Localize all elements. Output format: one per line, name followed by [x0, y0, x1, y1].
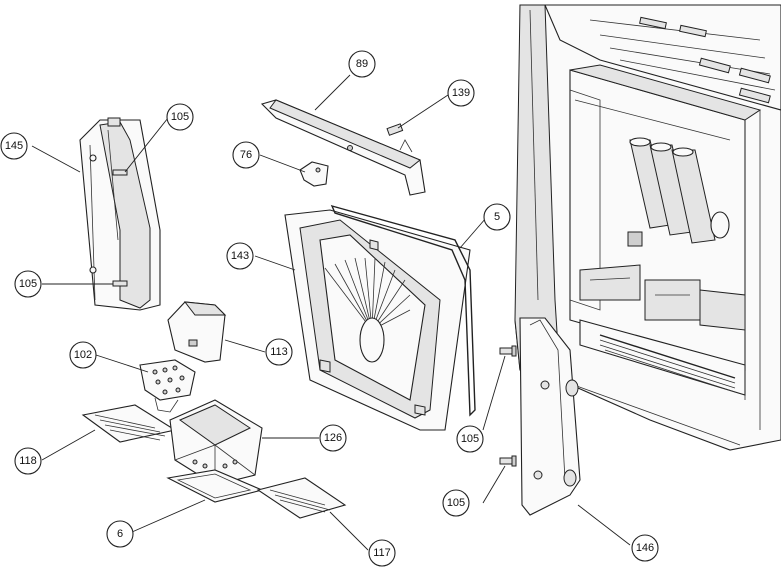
callout-113: 113	[265, 338, 293, 366]
callout-89: 89	[348, 50, 376, 78]
callout-76: 76	[232, 141, 260, 169]
callout-146: 146	[631, 534, 659, 562]
door-143	[284, 209, 471, 431]
callout-label: 117	[373, 547, 391, 559]
callout-143: 143	[226, 242, 254, 270]
screw-139	[386, 123, 404, 136]
ash-pan-126	[169, 399, 263, 486]
callout-label: 118	[19, 455, 37, 467]
bracket-102	[139, 359, 196, 413]
callout-label: 143	[231, 250, 249, 262]
callout-105-upper-right: 105	[456, 425, 484, 453]
callout-label: 145	[5, 140, 23, 152]
bolt-105-lower-right	[499, 455, 517, 467]
callout-label: 113	[270, 346, 288, 358]
stove-body	[514, 4, 781, 451]
left-panel-145	[79, 117, 161, 311]
door-fan-vent	[324, 257, 411, 363]
callout-label: 105	[447, 497, 465, 509]
callout-117: 117	[368, 539, 396, 567]
callout-5: 5	[483, 203, 511, 231]
callout-126: 126	[319, 424, 347, 452]
callout-145: 145	[0, 132, 28, 160]
callout-105-lower-left: 105	[14, 270, 42, 298]
callout-label: 105	[461, 433, 479, 445]
callout-label: 6	[117, 528, 123, 540]
callout-105-upper-left: 105	[166, 103, 194, 131]
bracket-89	[260, 99, 426, 196]
leader-lines	[31, 74, 631, 551]
callout-102: 102	[69, 341, 97, 369]
top-louvres	[589, 16, 776, 104]
grate-117	[256, 477, 347, 519]
bolt-105-upper-right	[499, 345, 517, 357]
callout-label: 126	[324, 432, 342, 444]
callout-label: 105	[171, 111, 189, 123]
gasket-5	[330, 204, 476, 417]
callout-label: 89	[356, 58, 368, 70]
callout-118: 118	[14, 447, 42, 475]
cover-113	[167, 301, 227, 363]
callout-6: 6	[106, 520, 134, 548]
side-panel-146	[519, 317, 581, 516]
callout-139: 139	[447, 79, 475, 107]
callout-label: 76	[240, 149, 252, 161]
callout-105-lower-right: 105	[442, 489, 470, 517]
callout-label: 5	[494, 211, 500, 223]
callout-label: 139	[452, 87, 470, 99]
baffle-tubes	[629, 137, 730, 244]
callout-label: 146	[636, 542, 654, 554]
lower-vent	[579, 319, 746, 396]
callout-label: 102	[74, 349, 92, 361]
hearth-grate	[579, 231, 746, 331]
callout-label: 105	[19, 278, 37, 290]
clip-76	[299, 161, 329, 187]
